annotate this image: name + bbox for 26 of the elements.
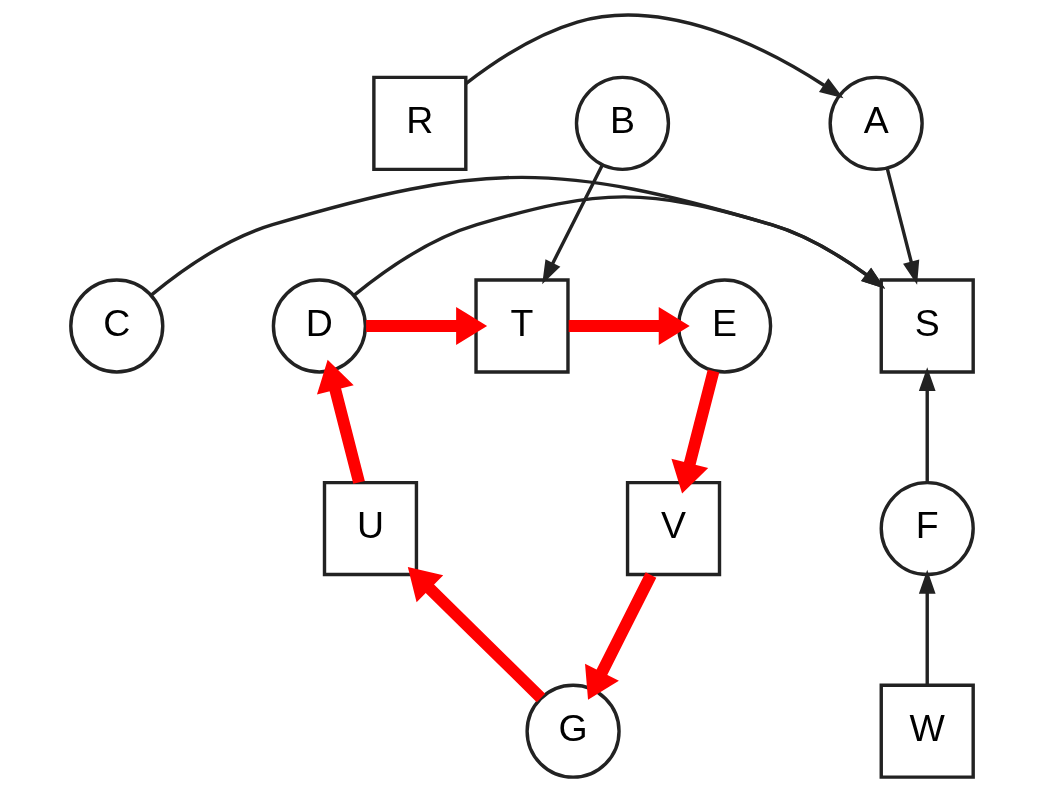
node-box: U <box>322 480 418 577</box>
node-box: T <box>473 278 570 374</box>
node-circle: D <box>271 278 367 374</box>
arrow <box>918 367 936 483</box>
arrow <box>365 307 487 345</box>
arrow <box>670 369 719 494</box>
node-circle: F <box>879 480 975 577</box>
node-circle: A <box>827 75 924 172</box>
arrow <box>885 167 919 285</box>
arrow <box>541 164 604 285</box>
arrow <box>918 569 936 685</box>
node-box: W <box>879 683 975 779</box>
node-circle: G <box>524 683 621 779</box>
arrow <box>149 175 885 297</box>
node-box: S <box>879 278 975 374</box>
arrow <box>568 307 690 345</box>
node-circle: B <box>574 75 670 172</box>
node-box: R <box>371 75 467 172</box>
arrow <box>464 13 843 99</box>
node-circle: C <box>68 278 164 374</box>
arrow <box>407 567 545 703</box>
arrow <box>352 195 885 297</box>
arrow <box>316 359 365 484</box>
node-box: V <box>625 480 721 577</box>
node-circle: E <box>676 278 772 374</box>
arrow <box>584 572 656 700</box>
